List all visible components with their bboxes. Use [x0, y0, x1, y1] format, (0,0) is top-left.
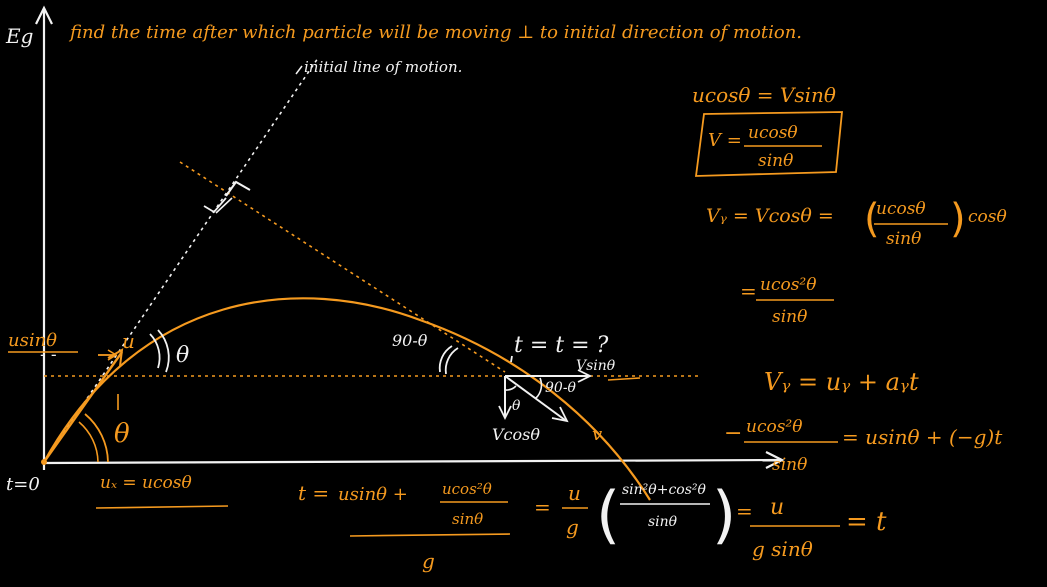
u-over-g-den: g [566, 515, 579, 539]
right-angle-marker [203, 180, 251, 214]
initial-line-pointer [295, 65, 303, 75]
v-sin-underline [607, 377, 641, 381]
kinematic-equation: Vᵧ = uᵧ + aᵧt [764, 368, 919, 396]
angle-arc-90-right [535, 377, 543, 399]
vy-equation: Vᵧ = Vcosθ = ( ucosθ sinθ ) cosθ [706, 196, 1007, 249]
usin-dash: - - [40, 345, 57, 364]
final-den: g sinθ [752, 537, 813, 561]
perpendicular-line [179, 161, 506, 373]
v-cos-arrow [498, 376, 512, 421]
svg-text:): ) [712, 478, 736, 551]
svg-text:(: ( [596, 478, 620, 551]
x-axis [43, 451, 785, 469]
t-num-frac-den: sinθ [452, 510, 483, 528]
sub-rhs: = usinθ + (−g)t [842, 425, 1003, 449]
t-lhs: t = [298, 481, 329, 505]
angle-90-left-label: 90-θ [392, 331, 428, 350]
vy-rhs: cosθ [968, 207, 1007, 227]
u-over-g-num: u [568, 481, 581, 505]
v-sin-arrow [505, 369, 593, 383]
final-rhs: = t [846, 507, 887, 537]
angle-arc-theta-small [504, 385, 517, 391]
vy-den: sinθ [886, 229, 921, 249]
angle-arc-u-1 [149, 333, 161, 369]
vy2-num: ucos²θ [760, 275, 816, 295]
sub-lhs: − [724, 421, 742, 446]
angle-arc-u-2 [157, 329, 170, 373]
vy2-lhs: = [740, 279, 757, 303]
tick-point [510, 355, 513, 363]
u-label: u [122, 329, 135, 353]
ux-label: uₓ = ucosθ [100, 473, 192, 493]
initial-line-label: initial line of motion. [304, 58, 462, 76]
svg-text:(: ( [864, 196, 880, 242]
t-zero-label: t=0 [6, 474, 40, 495]
usin-label: usinθ [8, 330, 57, 351]
boxed-num: ucosθ [748, 123, 798, 143]
angle-arc-origin-outer [84, 413, 109, 463]
vy2-den: sinθ [772, 307, 807, 327]
usin-arrow [98, 349, 118, 361]
vy-lhs: Vᵧ = Vcosθ = [706, 205, 834, 227]
t-question-label: t = t = ? [514, 333, 609, 358]
t-den: g [422, 549, 435, 573]
eq-sign-2: = [736, 499, 753, 523]
paren-den: sinθ [648, 514, 678, 530]
boxed-den: sinθ [758, 151, 793, 171]
eq-sign-1: = [534, 495, 551, 519]
angle-arc-90-left-1 [438, 345, 453, 373]
initial-line-of-motion [43, 57, 319, 463]
t-num-frac-num: ucos²θ [442, 480, 492, 498]
v-arrow [504, 375, 569, 423]
angle-90-right-label: 90-θ [545, 380, 577, 396]
sub-num: ucos²θ [746, 417, 802, 437]
theta-bottom-label: θ [114, 419, 130, 449]
substitution-equation: − ucos²θ sinθ = usinθ + (−g)t [724, 417, 1003, 475]
vy2-equation: = ucos²θ sinθ [740, 275, 834, 327]
problem-statement: find the time after which particle will … [68, 22, 802, 43]
theta-small-label: θ [512, 398, 521, 414]
final-num: u [770, 495, 784, 520]
vsin-label: Vsinθ [576, 358, 616, 374]
ux-underline [95, 505, 229, 509]
theta-top-label: θ [176, 343, 189, 368]
example-label: Eg [5, 24, 33, 48]
boxed-lhs: V = [708, 130, 742, 151]
origin-dot [41, 459, 47, 465]
boxed-equation: V = ucosθ sinθ [694, 111, 843, 177]
paren-num: sin²θ+cos²θ [622, 482, 707, 498]
vy-num: ucosθ [876, 199, 926, 219]
angle-arc-origin-inner [78, 421, 99, 463]
sub-den: sinθ [772, 455, 807, 475]
svg-text:): ) [950, 196, 966, 242]
t-num-a: usinθ + [338, 484, 408, 505]
trajectory-curve [43, 297, 651, 501]
bottom-time-equation: t = usinθ + ucos²θ sinθ g = u g ( sin²θ+… [298, 478, 887, 573]
v-label: v [592, 424, 602, 445]
vcos-label: Vcosθ [492, 425, 540, 444]
angle-arc-90-left-2 [444, 347, 459, 375]
y-axis [35, 5, 53, 470]
eq1-text: ucosθ = Vsinθ [692, 83, 836, 107]
